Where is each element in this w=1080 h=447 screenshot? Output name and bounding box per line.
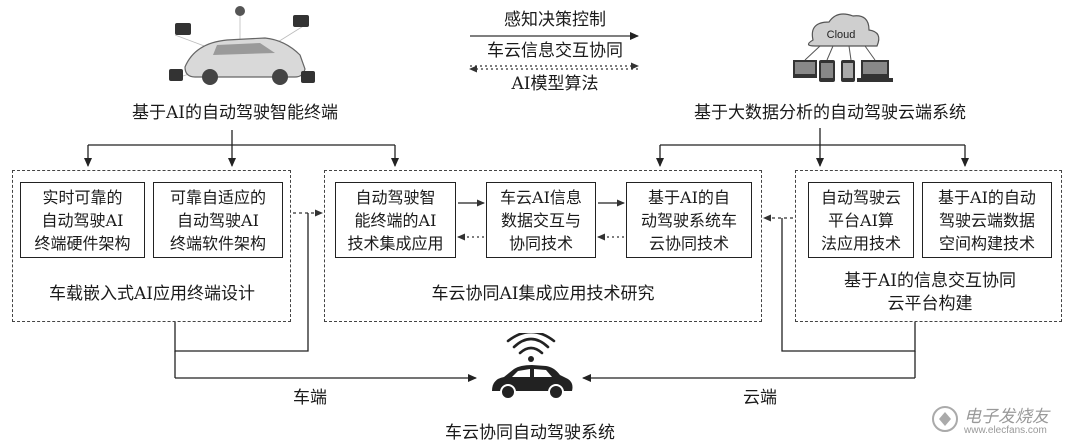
cloud-algorithm-box: 自动驾驶云 平台AI算 法应用技术 [808,182,914,258]
flow-label-ai-model: AI模型算法 [511,74,599,94]
cloud-collaboration-box: 基于AI的自 动驾驶系统车 云协同技术 [626,182,752,258]
cloud-title: 基于大数据分析的自动驾驶云端系统 [694,103,966,123]
cloud-group-label: 基于AI的信息交互协同 云平台构建 [844,271,1016,314]
software-architecture-box: 可靠自适应的 自动驾驶AI 终端软件架构 [153,182,283,258]
watermark-url: www.elecfans.com [964,425,1047,436]
terminal-title: 基于AI的自动驾驶智能终端 [132,103,338,123]
cloud-side-label: 云端 [743,388,777,408]
center-group-label: 车云协同AI集成应用技术研究 [431,284,655,304]
cloud-data-space-box: 基于AI的自动 驾驶云端数据 空间构建技术 [922,182,1052,258]
flow-label-interaction: 车云信息交互协同 [487,41,623,61]
terminal-group-label: 车载嵌入式AI应用终端设计 [49,284,255,304]
smart-car-illustration-icon [169,6,315,85]
cloud-devices-illustration-icon: Cloud [793,13,893,82]
watermark: 电子发烧友 www.elecfans.com [930,400,1075,442]
watermark-brand: 电子发烧友 [964,407,1049,426]
cloud-platform-group [795,170,1062,322]
integration-research-group [324,170,762,322]
cloud-icon-label: Cloud [827,29,856,41]
terminal-design-group [12,170,291,322]
info-interaction-box: 车云AI信息 数据交互与 协同技术 [486,182,596,258]
watermark-logo-icon [932,406,958,432]
flow-label-perception: 感知决策控制 [504,10,606,30]
connected-car-icon [492,333,573,400]
car-side-label: 车端 [293,388,327,408]
hardware-architecture-box: 实时可靠的 自动驾驶AI 终端硬件架构 [20,182,145,258]
system-title: 车云协同自动驾驶系统 [445,423,615,443]
terminal-ai-integration-box: 自动驾驶智 能终端的AI 技术集成应用 [335,182,456,258]
